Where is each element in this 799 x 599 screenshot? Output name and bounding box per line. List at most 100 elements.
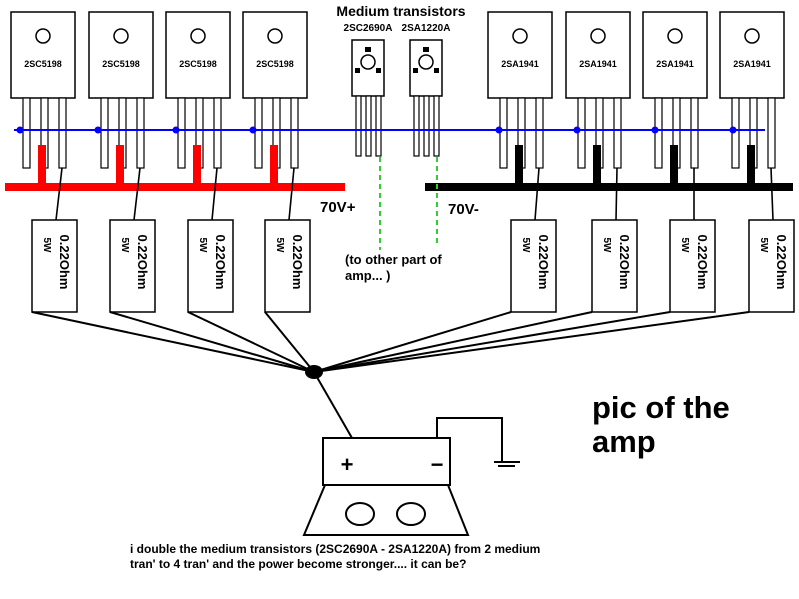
speaker-minus-label: − <box>431 452 444 477</box>
mounting-hole-icon <box>512 28 528 44</box>
transistor-leg <box>690 97 699 169</box>
transistor-leg <box>58 97 67 169</box>
medium-transistor-1: 2SA1220A <box>402 23 450 157</box>
mounting-hole-icon <box>744 28 760 44</box>
fan-wire <box>313 311 593 373</box>
speaker-port-left <box>345 502 375 526</box>
resistor-power: 5W <box>197 238 208 254</box>
negative-rail-stub <box>670 145 678 187</box>
positive-rail <box>5 183 345 191</box>
resistor-value: 0.22Ohm <box>617 235 632 290</box>
question-line2: tran' to 4 tran' and the power become st… <box>130 557 466 571</box>
mounting-hole-icon <box>590 28 606 44</box>
bias-dot <box>729 126 737 134</box>
resistor-body <box>109 219 156 313</box>
npn-transistor-body <box>10 11 76 99</box>
transistor-leg <box>213 97 222 169</box>
mounting-hole-icon <box>113 28 129 44</box>
bias-dot <box>573 126 581 134</box>
resistor-power: 5W <box>520 238 531 254</box>
bias-junction-dots <box>16 126 737 134</box>
transistor-leg <box>254 97 263 169</box>
bias-dot <box>495 126 503 134</box>
resistor-body <box>510 219 557 313</box>
pnp-transistor-1: 2SA1941 <box>565 11 631 169</box>
transistor-leg <box>413 95 420 157</box>
transistor-leg <box>375 95 382 157</box>
resistor-value: 0.22Ohm <box>213 235 228 290</box>
pnp-transistor-body <box>565 11 631 99</box>
emitter-wire <box>211 167 218 221</box>
pnp-transistor-0: 2SA1941 <box>487 11 553 169</box>
mounting-hole-icon <box>267 28 283 44</box>
fan-wire <box>109 311 315 373</box>
pnp-transistor-3: 2SA1941 <box>719 11 785 169</box>
headline-line2: amp <box>592 424 656 459</box>
ground-wire <box>436 417 503 462</box>
transistor-leg <box>767 97 776 169</box>
emitter-wire <box>55 167 63 221</box>
bias-dot <box>172 126 180 134</box>
npn-transistor-1: 2SC5198 <box>88 11 154 169</box>
fan-wire <box>313 311 750 373</box>
pnp-transistor-body <box>642 11 708 99</box>
fan-wire <box>313 311 671 373</box>
transistor-leg <box>365 95 372 157</box>
pnp-transistor-2: 2SA1941 <box>642 11 708 169</box>
npn-transistor-2: 2SC5198 <box>165 11 231 169</box>
npn-transistor-body <box>242 11 308 99</box>
transistor-leg <box>535 97 544 169</box>
npn-transistor-label: 2SC5198 <box>102 59 140 69</box>
pin-mark-icon <box>413 68 418 73</box>
npn-transistor-label: 2SC5198 <box>256 59 294 69</box>
fan-wires <box>31 311 750 373</box>
pnp-transistor-label: 2SA1941 <box>733 59 771 69</box>
positive-rail-stub <box>116 145 124 187</box>
transistor-leg <box>355 95 362 157</box>
emitter-wire <box>133 167 141 221</box>
resistor-2: 0.22Ohm 5W <box>187 219 234 313</box>
speaker-plus-label: + <box>341 452 354 477</box>
resistor-power: 5W <box>274 238 285 254</box>
fan-wire <box>187 311 315 373</box>
positive-rail-stub <box>270 145 278 187</box>
negative-rail-stub <box>593 145 601 187</box>
resistor-body <box>187 219 234 313</box>
npn-transistor-body <box>165 11 231 99</box>
resistor-body <box>591 219 638 313</box>
emitter-wire <box>615 167 618 221</box>
pin-mark-icon <box>434 68 439 73</box>
bias-dot <box>249 126 257 134</box>
npn-transistor-label: 2SC5198 <box>179 59 217 69</box>
bias-dot <box>94 126 102 134</box>
other-part-note-line2: amp... ) <box>345 268 391 283</box>
transistor-leg <box>22 97 31 169</box>
bias-dot <box>16 126 24 134</box>
bias-dot <box>651 126 659 134</box>
npn-transistor-body <box>88 11 154 99</box>
pnp-transistor-label: 2SA1941 <box>579 59 617 69</box>
speaker-cone <box>302 484 470 536</box>
speaker-magnet <box>322 437 451 486</box>
mounting-hole-icon <box>667 28 683 44</box>
fan-wire <box>264 311 315 373</box>
pin-mark-icon <box>376 68 381 73</box>
resistor-power: 5W <box>758 238 769 254</box>
transistor-leg <box>177 97 186 169</box>
transistor-leg <box>136 97 145 169</box>
positive-rail-stub <box>38 145 46 187</box>
resistor-body <box>31 219 78 313</box>
medium-transistor-0: 2SC2690A <box>344 23 392 157</box>
npn-transistor-label: 2SC5198 <box>24 59 62 69</box>
resistor-value: 0.22Ohm <box>695 235 710 290</box>
transistor-leg <box>499 97 508 169</box>
npn-transistor-0: 2SC5198 <box>10 11 76 169</box>
